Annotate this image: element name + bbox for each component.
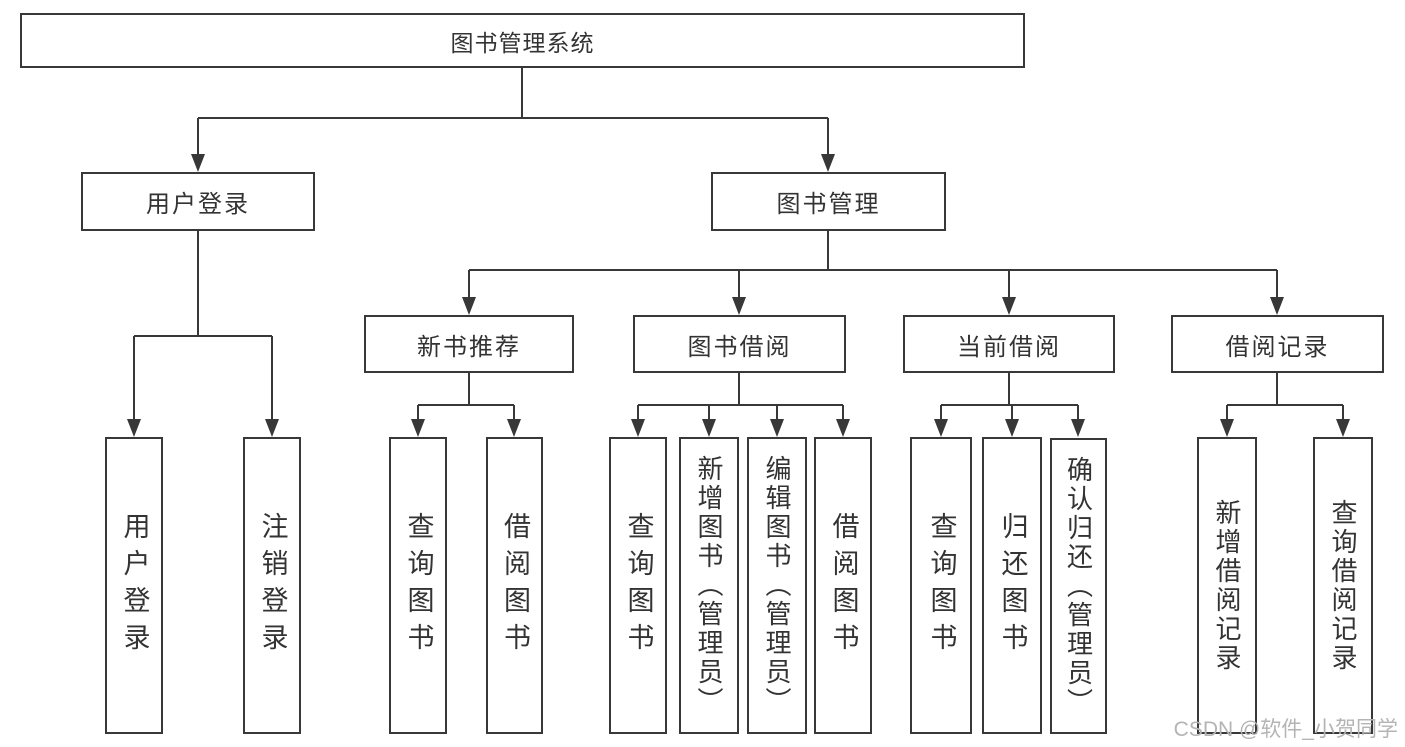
leaf-edit-books-admin: 编辑图书（管理员） [747,437,807,734]
leaf-user-login: 用户登录 [105,437,163,734]
leaf-query-books-recommend: 查询图书 [389,437,447,734]
leaf-query-books-current: 查询图书 [910,437,972,734]
leaf-add-books-admin: 新增图书（管理员） [679,437,739,734]
node-book-borrowing: 图书借阅 [633,315,846,373]
leaf-confirm-return-admin: 确认归还（管理员） [1050,438,1107,734]
leaf-logout: 注销登录 [243,437,301,734]
node-borrowing-records: 借阅记录 [1171,315,1384,373]
leaf-add-borrow-record: 新增借阅记录 [1197,437,1257,734]
node-library-management-system: 图书管理系统 [20,13,1025,68]
watermark-text: CSDN @软件_小贺同学 [1173,718,1398,741]
leaf-query-books-borrow: 查询图书 [609,437,667,734]
node-new-book-recommend: 新书推荐 [364,315,574,373]
leaf-borrow-books: 借阅图书 [814,437,872,734]
leaf-return-books: 归还图书 [982,437,1042,734]
leaf-query-borrow-record: 查询借阅记录 [1313,437,1373,734]
node-current-borrowing: 当前借阅 [903,315,1115,373]
leaf-borrow-books-recommend: 借阅图书 [486,437,543,734]
node-book-management: 图书管理 [711,172,946,231]
node-user-login: 用户登录 [81,172,315,231]
